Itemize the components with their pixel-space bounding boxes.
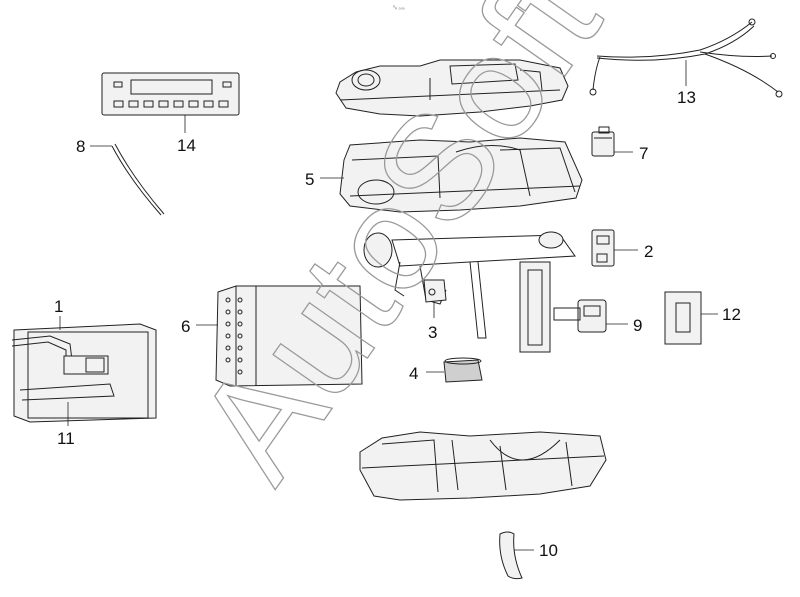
part-14-control-panel[interactable] xyxy=(101,72,240,116)
part-10-trim-piece[interactable] xyxy=(499,531,523,580)
part-7-actuator[interactable] xyxy=(591,126,615,157)
part-3-lever[interactable] xyxy=(423,279,447,303)
callout-6: 6 xyxy=(181,317,190,336)
part-2-actuator[interactable] xyxy=(591,229,615,267)
part-4-seal[interactable] xyxy=(443,357,483,383)
part-11-heater-pipes[interactable] xyxy=(11,335,115,401)
linkage-flaps-assembly[interactable] xyxy=(363,231,576,353)
header-mark: ⁰ₚ ₀₀₀ xyxy=(393,5,405,11)
callout-4: 4 xyxy=(409,364,418,383)
callout-1: 1 xyxy=(54,297,63,316)
callout-8: 8 xyxy=(76,137,85,156)
callout-3: 3 xyxy=(428,323,437,342)
part-6-evaporator[interactable] xyxy=(215,285,363,387)
callout-2: 2 xyxy=(644,242,653,261)
callout-14: 14 xyxy=(177,136,196,155)
callout-13: 13 xyxy=(677,88,696,107)
callout-5: 5 xyxy=(305,170,314,189)
callout-7: 7 xyxy=(639,144,648,163)
upper-housing-cover[interactable] xyxy=(335,59,569,117)
callout-11: 11 xyxy=(57,429,75,448)
callout-10: 10 xyxy=(539,541,558,560)
part-13-wiring-harness[interactable] xyxy=(589,18,783,98)
lower-housing[interactable] xyxy=(359,431,607,501)
callout-9: 9 xyxy=(633,316,642,335)
callout-12: 12 xyxy=(722,305,741,324)
part-5-upper-case[interactable] xyxy=(339,137,583,213)
part-9-servo-motor[interactable] xyxy=(553,299,607,333)
part-8-rod[interactable] xyxy=(111,143,165,216)
part-12-filter-frame[interactable] xyxy=(664,291,702,345)
